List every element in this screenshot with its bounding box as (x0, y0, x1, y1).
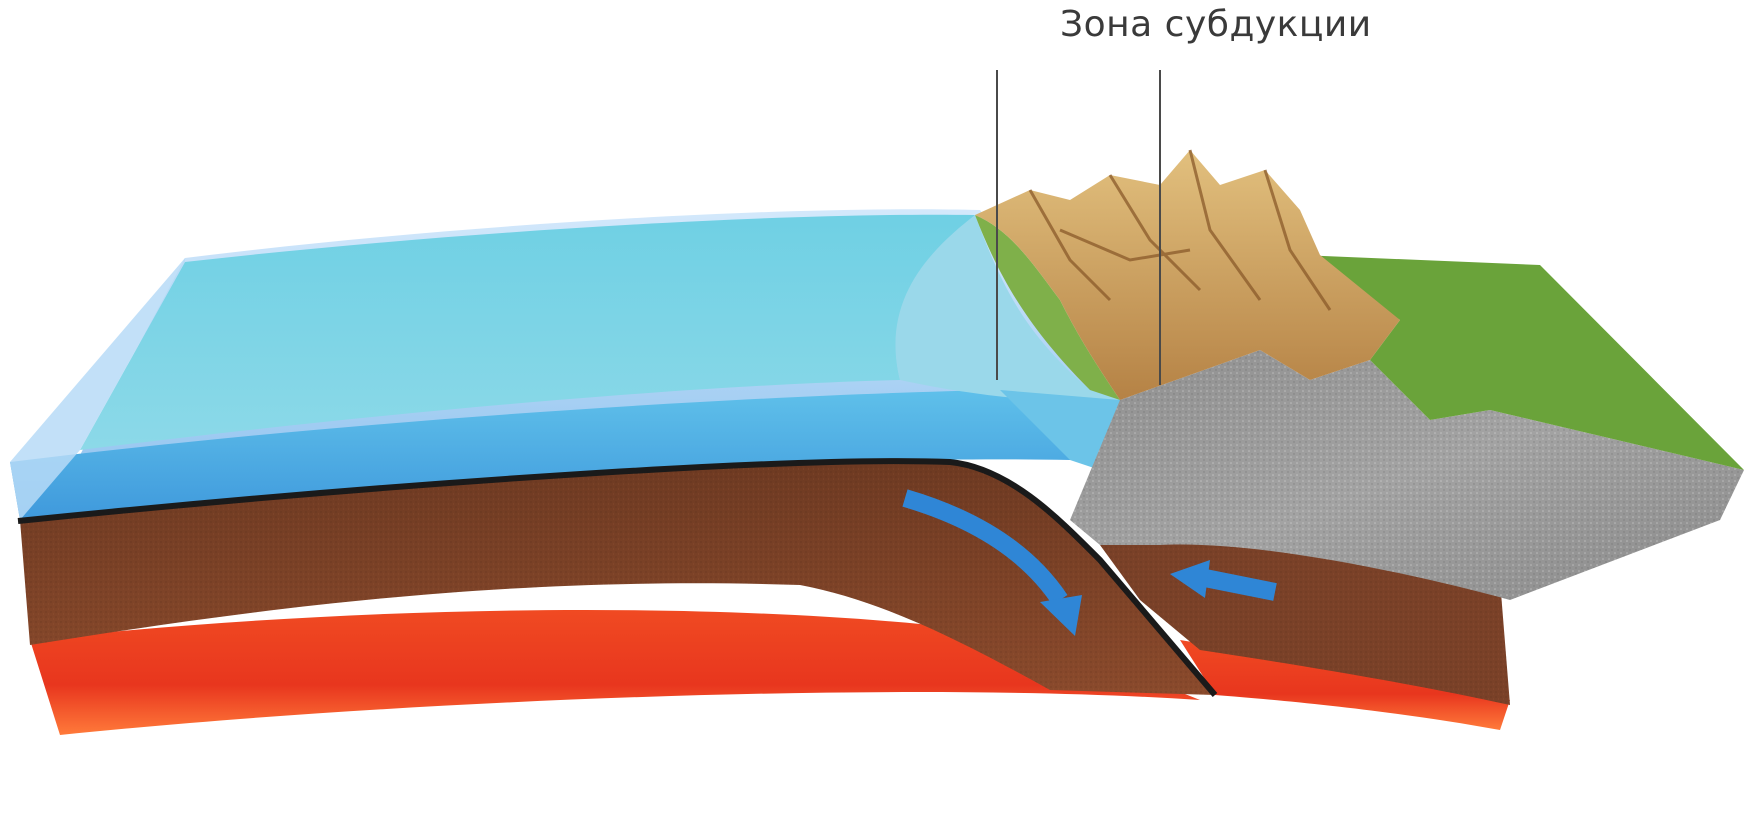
subduction-zone-label: Зона субдукции (1060, 4, 1372, 45)
